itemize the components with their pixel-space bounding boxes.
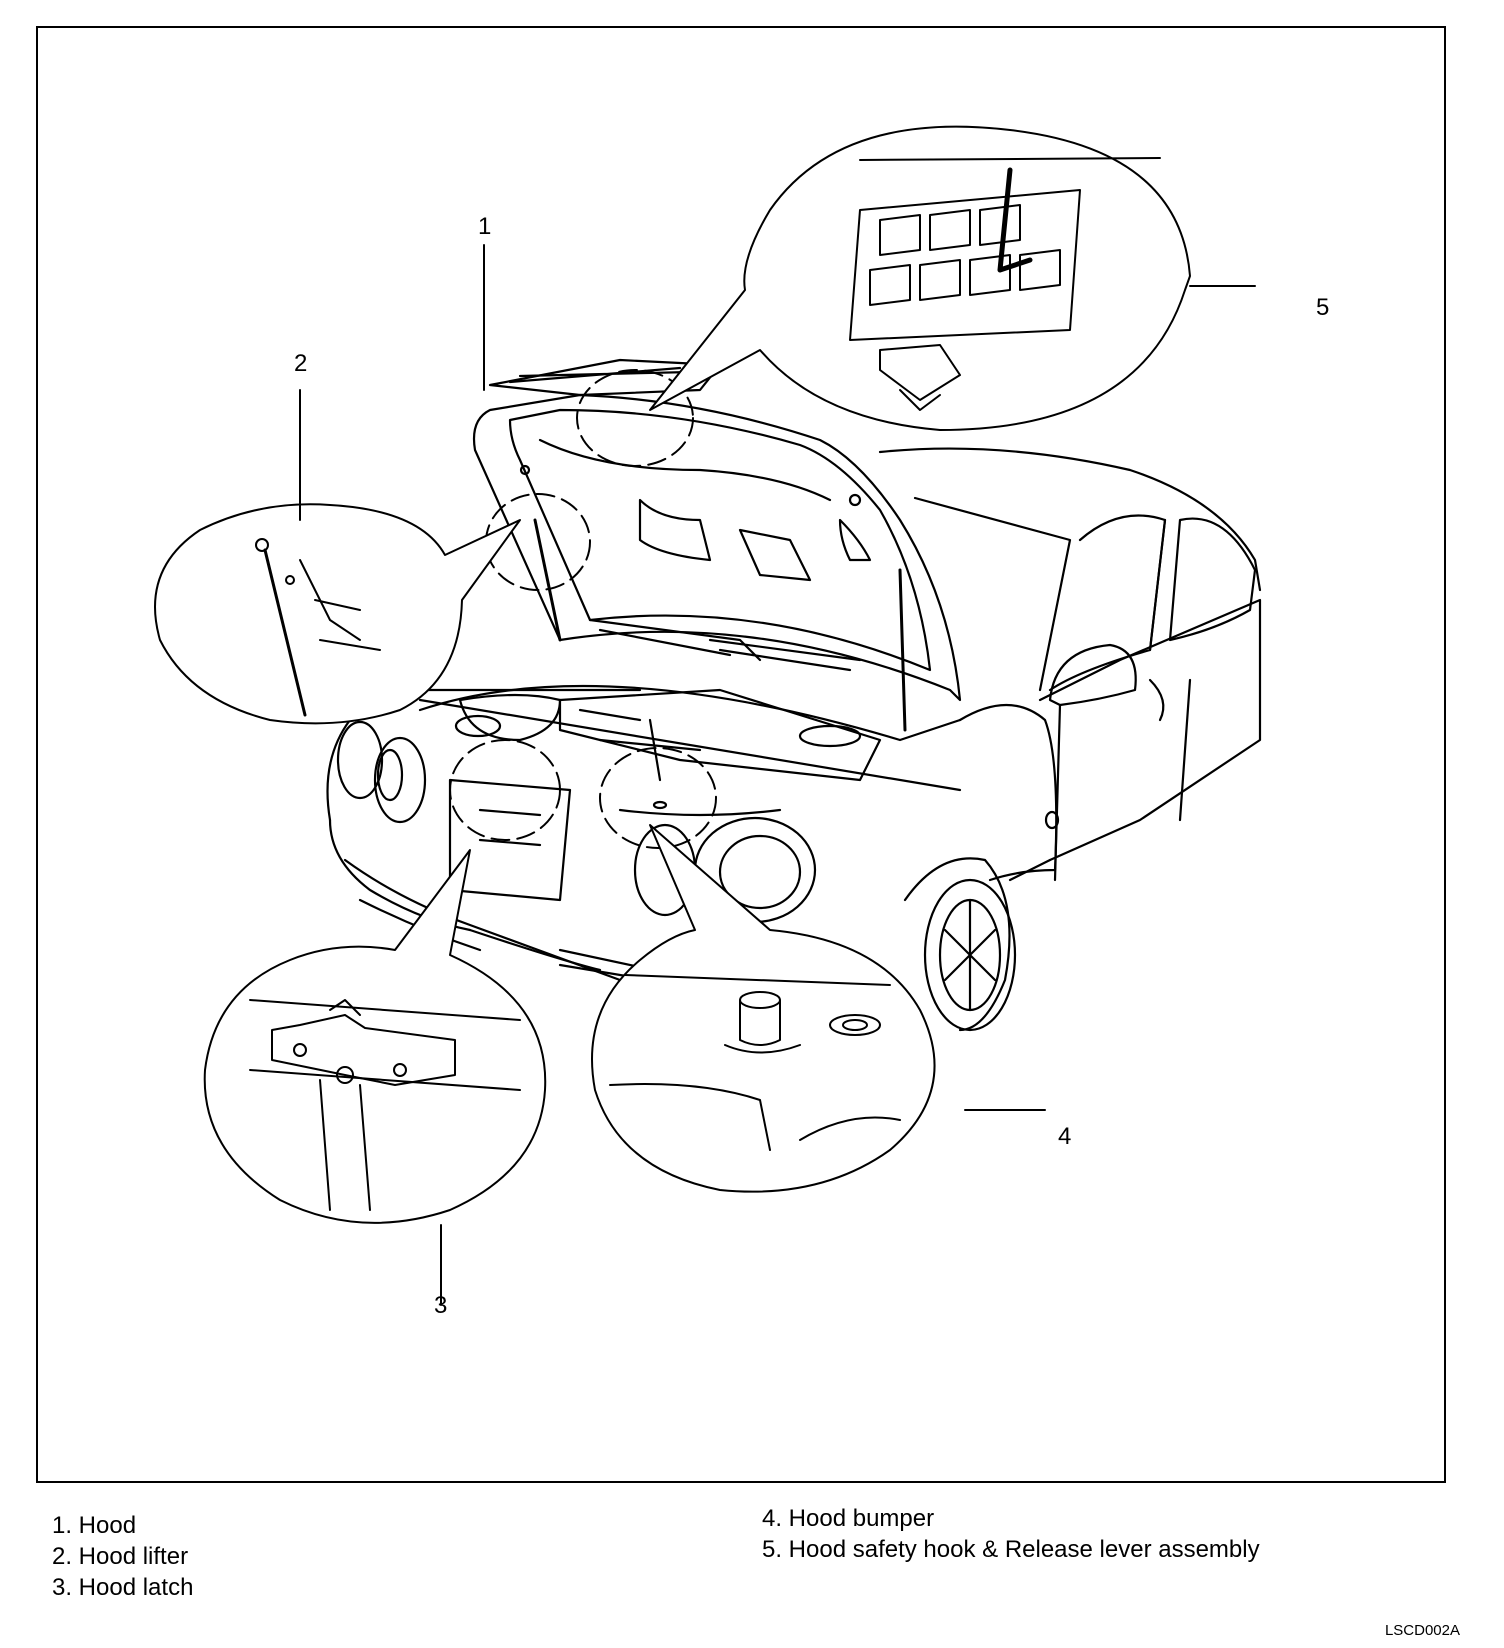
legend-right: 4. Hood bumper 5. Hood safety hook & Rel… <box>762 1503 1260 1565</box>
legend-left: 1. Hood 2. Hood lifter 3. Hood latch <box>52 1510 193 1603</box>
callout-3: 3 <box>434 1292 448 1319</box>
legend-item-safety-hook: 5. Hood safety hook & Release lever asse… <box>762 1536 1260 1563</box>
callout-5: 5 <box>1316 294 1330 321</box>
hood-diagram-illustration <box>154 125 1262 1306</box>
callout-1: 1 <box>478 213 492 240</box>
detail-safety-hook <box>649 125 1191 431</box>
legend-item-hood-bumper: 4. Hood bumper <box>762 1505 935 1532</box>
detail-markers <box>449 369 717 849</box>
detail-hood-latch <box>203 849 547 1224</box>
leader-lines <box>299 244 1256 1306</box>
detail-hood-lifter <box>154 503 521 725</box>
callout-2: 2 <box>294 350 308 377</box>
legend-item-hood: 1. Hood <box>52 1512 137 1539</box>
hood-raised <box>418 358 962 810</box>
detail-hood-bumper <box>591 824 936 1193</box>
legend-item-hood-lifter: 2. Hood lifter <box>52 1543 189 1570</box>
legend-item-hood-latch: 3. Hood latch <box>52 1574 194 1601</box>
figure-code: LSCD002A <box>1384 1622 1460 1639</box>
callout-4: 4 <box>1058 1123 1072 1150</box>
diagram-frame: 1 2 3 4 5 <box>36 26 1446 1483</box>
